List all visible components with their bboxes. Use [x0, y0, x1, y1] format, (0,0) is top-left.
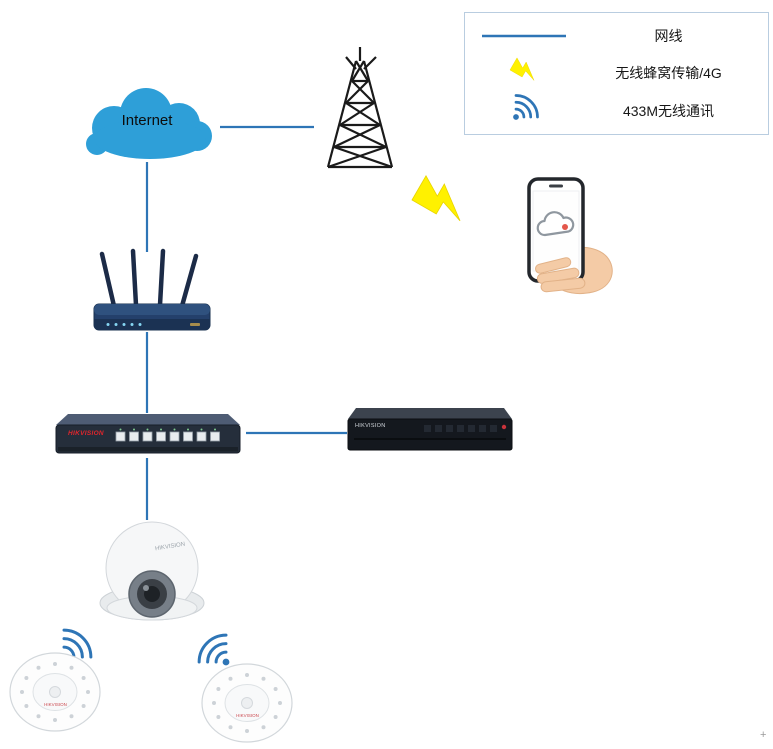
phone-speaker	[549, 184, 563, 188]
legend-label-wired: 网线	[654, 27, 683, 44]
detector-vents	[20, 662, 90, 722]
cloud-shape	[86, 88, 212, 159]
cable-line-icon	[465, 22, 583, 50]
legend: 网线 无线蜂窝传输/4G 433M无线	[464, 12, 769, 135]
dome-camera: HIKVISION	[92, 510, 212, 625]
router-leds	[106, 323, 142, 326]
legend-item-wired: 网线	[465, 18, 768, 54]
nvr-recorder: HIKVISION	[346, 406, 514, 456]
nvr-power-led	[501, 424, 507, 430]
switch-brand-label: HIKVISION	[68, 430, 104, 437]
detector-vents	[212, 673, 282, 733]
ethernet-switch: HIKVISION	[52, 410, 244, 458]
smoke-detector-right: HIKVISION	[200, 661, 295, 745]
router-antennas	[99, 248, 199, 309]
legend-label-cellular: 无线蜂窝传输/4G	[615, 65, 722, 82]
legend-label-433m: 433M无线通讯	[622, 103, 715, 120]
internet-cloud: Internet	[76, 84, 218, 164]
smartphone-in-hand	[505, 175, 615, 297]
wifi-icon	[465, 94, 583, 127]
camera-shape	[99, 521, 205, 621]
smartphone-shape	[527, 177, 613, 294]
cloud-icon-dot	[562, 224, 568, 230]
legend-item-433m: 433M无线通讯	[465, 93, 768, 129]
hand-fingers	[535, 257, 586, 293]
legend-item-cellular: 无线蜂窝传输/4G	[465, 55, 768, 91]
lightning-icon	[465, 57, 583, 88]
smoke-detector-shape	[9, 652, 101, 732]
stray-plus-artifact: +	[760, 729, 767, 741]
router-shape	[93, 248, 211, 331]
switch-ports	[115, 428, 220, 442]
smoke-detector-shape	[201, 663, 293, 743]
wireless-router	[92, 248, 212, 338]
nvr-brand-label: HIKVISION	[355, 423, 386, 429]
nvr-shape	[347, 408, 513, 451]
lightning-bolt	[411, 174, 461, 222]
cell-tower	[312, 45, 408, 175]
smoke-left-brand-label: HIKVISION	[44, 702, 67, 707]
cell-tower-shape	[326, 47, 394, 169]
internet-label: Internet	[121, 112, 173, 129]
smoke-detector-left: HIKVISION	[8, 650, 103, 734]
switch-shape	[55, 414, 241, 454]
smoke-right-brand-label: HIKVISION	[236, 713, 259, 718]
nvr-vents	[424, 425, 497, 432]
